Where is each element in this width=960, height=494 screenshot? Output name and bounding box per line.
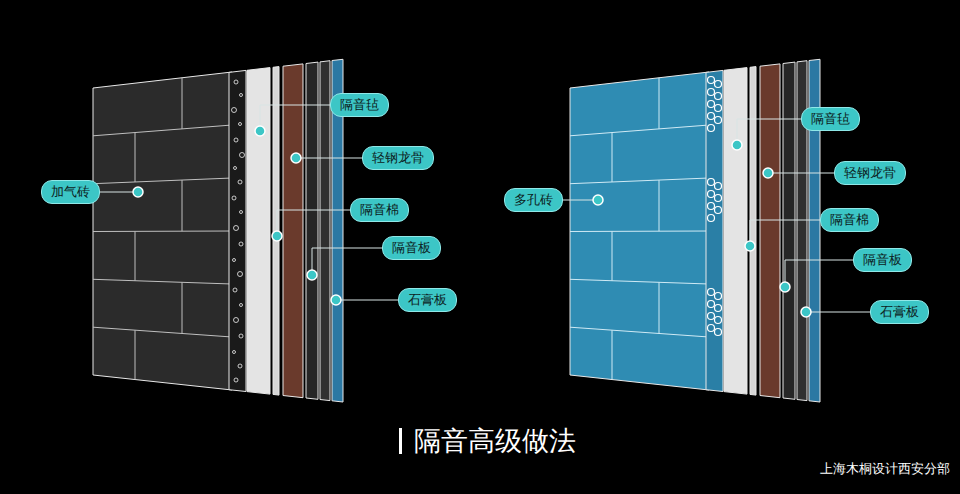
- callout-label: 隔音毡: [330, 93, 389, 117]
- leader-lines: [100, 105, 870, 312]
- callout-label: 石膏板: [398, 288, 457, 312]
- label-text: 石膏板: [880, 304, 919, 319]
- label-text: 多孔砖: [514, 192, 553, 207]
- callout-label: 加气砖: [41, 180, 100, 204]
- callout-label: 石膏板: [870, 300, 929, 324]
- label-text: 隔音毡: [340, 97, 379, 112]
- label-text: 加气砖: [51, 184, 90, 199]
- title: 隔音高级做法: [414, 424, 576, 458]
- label-text: 隔音棉: [360, 202, 399, 217]
- title-bar: [399, 428, 402, 454]
- callout-label: 轻钢龙骨: [834, 161, 906, 185]
- callout-dots: [133, 126, 811, 317]
- label-text: 轻钢龙骨: [844, 165, 896, 180]
- callout-label: 隔音板: [382, 236, 441, 260]
- callout-label: 隔音棉: [350, 198, 409, 222]
- label-text: 石膏板: [408, 292, 447, 307]
- label-text: 轻钢龙骨: [372, 150, 424, 165]
- callout-label: 轻钢龙骨: [362, 146, 434, 170]
- callout-label: 隔音棉: [820, 208, 879, 232]
- callout-label: 多孔砖: [504, 188, 563, 212]
- label-text: 隔音板: [863, 252, 902, 267]
- label-text: 隔音棉: [830, 212, 869, 227]
- watermark: 上海木桐设计西安分部: [820, 460, 950, 478]
- label-text: 隔音板: [392, 240, 431, 255]
- callout-label: 隔音毡: [801, 107, 860, 131]
- left-wall: [93, 59, 343, 402]
- label-text: 隔音毡: [811, 111, 850, 126]
- right-wall: [570, 59, 820, 402]
- callout-label: 隔音板: [853, 248, 912, 272]
